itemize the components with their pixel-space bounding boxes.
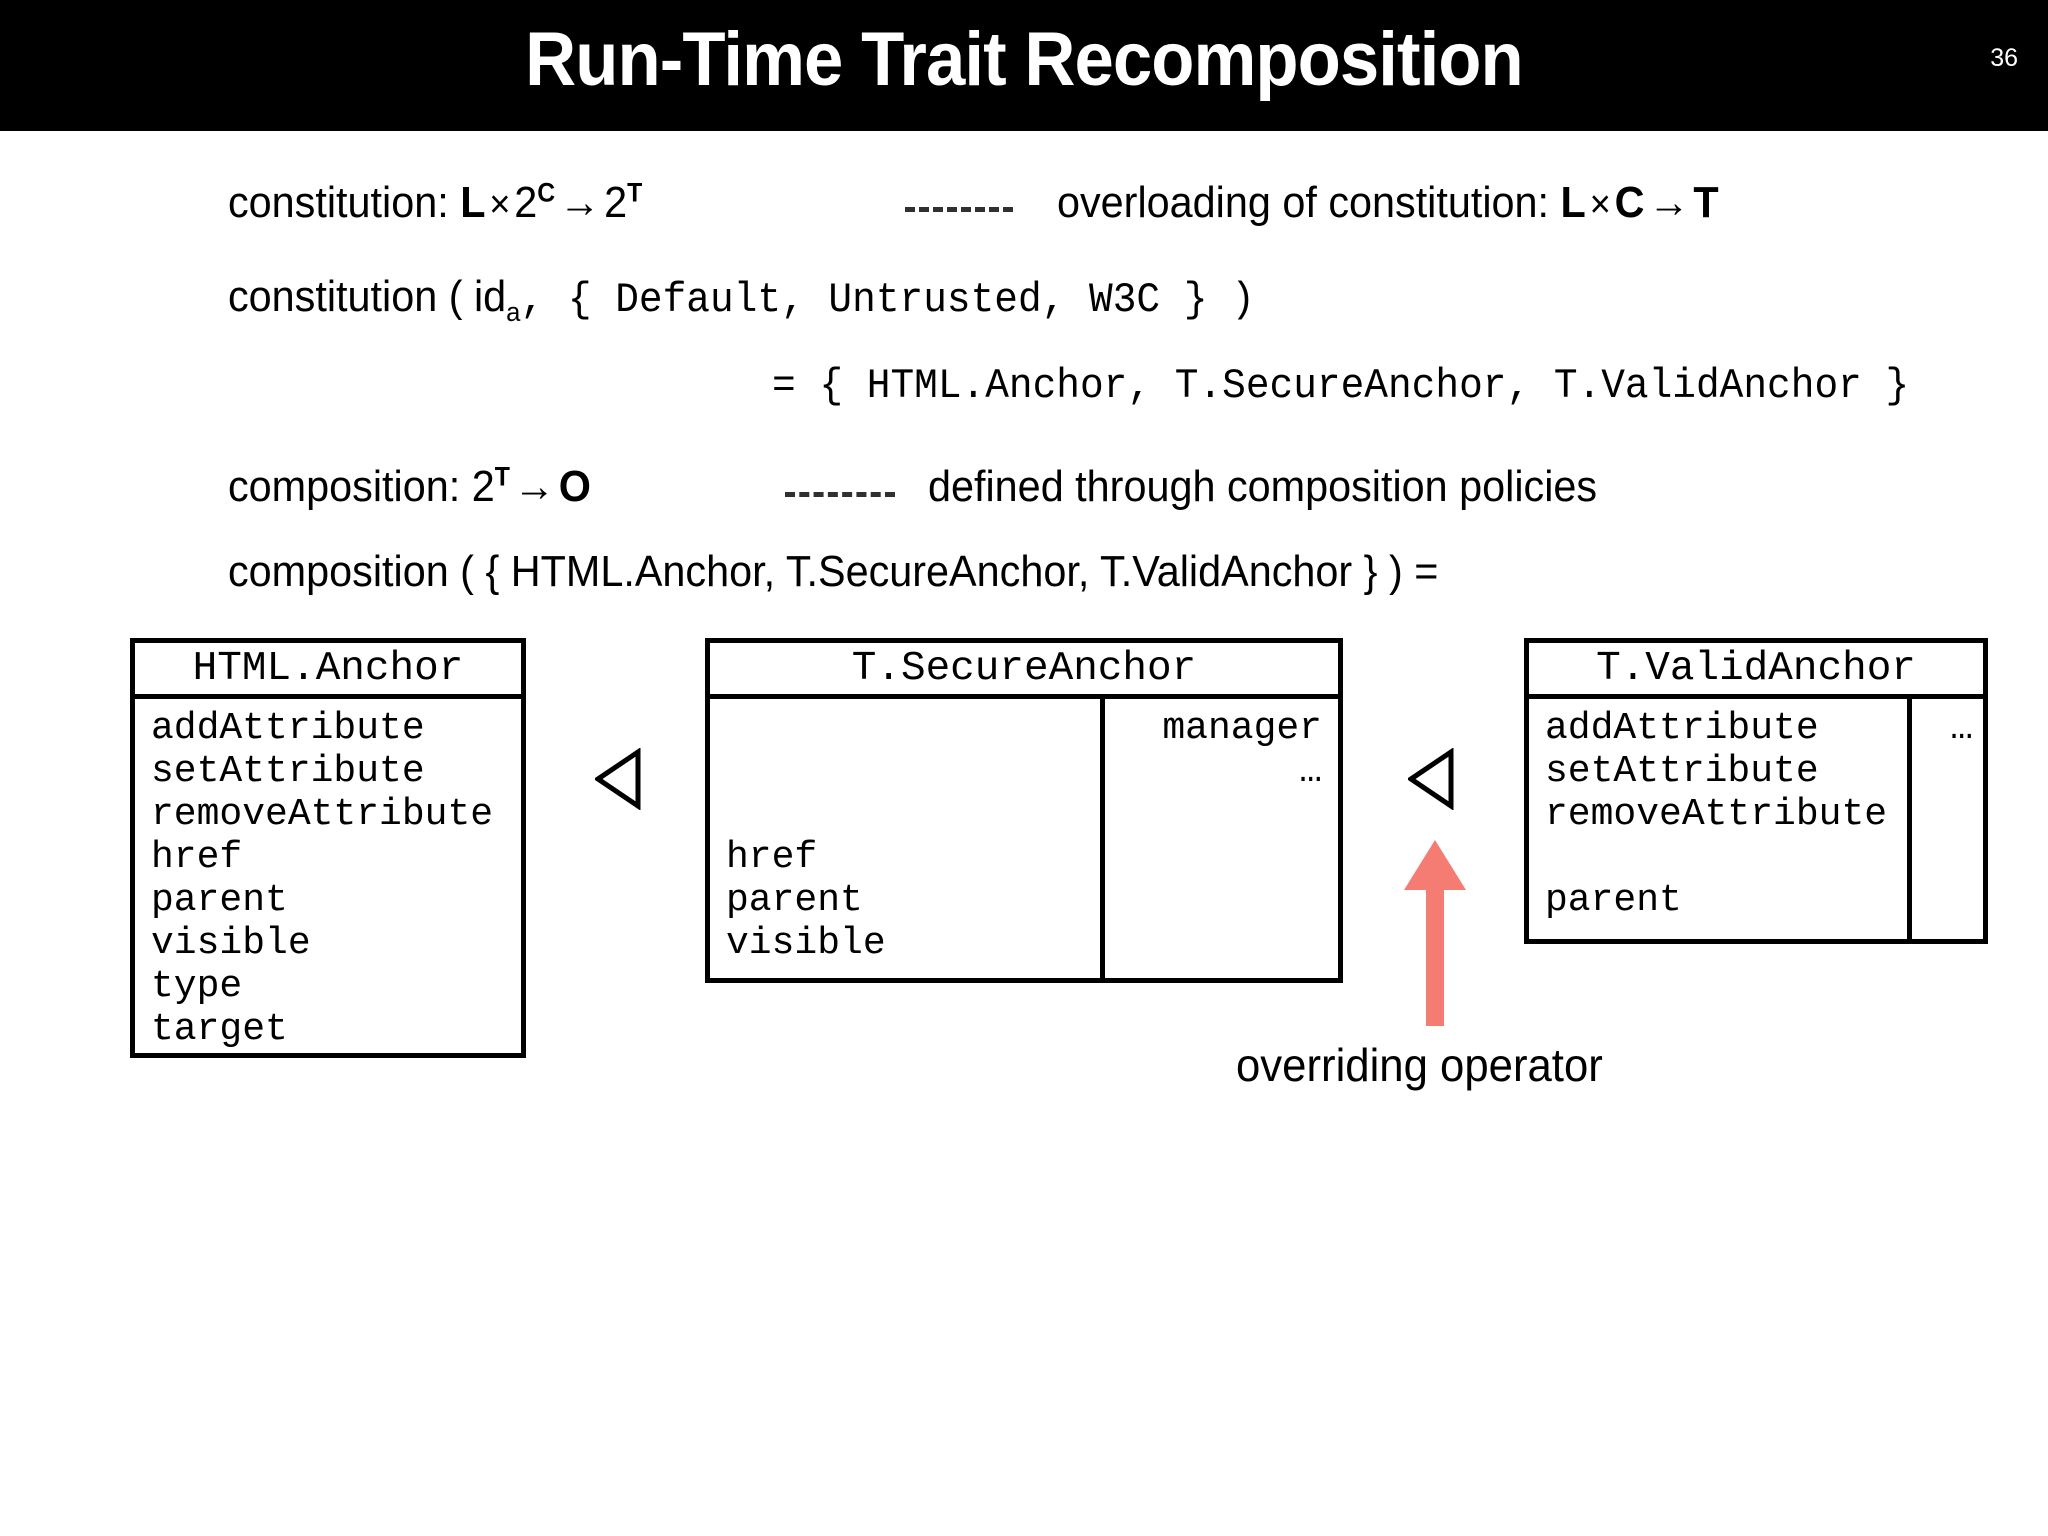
constitution-exponent-C: C <box>537 177 556 208</box>
slide-number: 36 <box>1990 44 2018 72</box>
composition-call-line: composition ( { HTML.Anchor, T.SecureAnc… <box>228 547 1438 597</box>
overriding-operator-caption: overriding operator <box>1236 1039 1603 1091</box>
composition-result-O: O <box>558 462 591 511</box>
generalization-triangle-icon-1 <box>595 748 641 810</box>
constitution-call-set: , { Default, Untrusted, W3C } ) <box>520 276 1255 324</box>
uml-member: parent <box>1545 879 1682 922</box>
constitution-note-line: overloading of constitution: L×C→T <box>1057 178 1719 228</box>
composition-exponent-T: T <box>494 461 510 492</box>
uml-member <box>1545 836 1897 879</box>
arrow-right-icon: → <box>558 178 601 227</box>
note-arg-C: C <box>1614 178 1645 227</box>
uml-member <box>726 750 1090 793</box>
uml-member: setAttribute <box>1545 750 1819 793</box>
constitution-call-prefix: constitution ( id <box>228 272 507 321</box>
constitution-domain-L: L <box>460 178 486 227</box>
note-domain-L: L <box>1560 178 1586 227</box>
uml-member <box>726 793 1090 836</box>
uml-member: addAttribute <box>1545 707 1819 750</box>
dotted-separator-2 <box>785 492 895 497</box>
composition-note-line: defined through composition policies <box>928 462 1598 511</box>
uml-member: visible <box>151 922 311 965</box>
arrow-right-icon-3: → <box>513 462 555 511</box>
constitution-call-line: constitution ( ida, { Default, Untrusted… <box>228 272 1255 327</box>
composition-call-text: composition ( { HTML.Anchor, T.SecureAnc… <box>228 547 1439 596</box>
uml-member: manager <box>1162 707 1322 750</box>
times-operator-2: × <box>1589 183 1611 226</box>
composition-base: 2 <box>471 462 495 511</box>
uml-member: … <box>1950 707 1973 750</box>
uml-member <box>726 707 1090 750</box>
constitution-signature-label: constitution: <box>228 178 449 227</box>
constitution-result-line: = { HTML.Anchor, T.SecureAnchor, T.Valid… <box>772 362 1910 410</box>
constitution-base-1: 2 <box>514 178 538 227</box>
note-result-T: T <box>1693 178 1719 227</box>
uml-member: removeAttribute <box>1545 793 1888 836</box>
title-bar: Run-Time Trait Recomposition 36 <box>0 0 2048 131</box>
constitution-call-subscript: a <box>506 295 521 327</box>
uml-members-right: … <box>1907 699 1983 939</box>
uml-box-title: HTML.Anchor <box>135 643 521 699</box>
uml-members-right: manager… <box>1100 699 1338 978</box>
constitution-note-label: overloading of constitution: <box>1057 178 1550 227</box>
uml-member: href <box>151 836 243 879</box>
uml-member: parent <box>151 879 288 922</box>
constitution-base-2: 2 <box>604 178 628 227</box>
uml-member: target <box>151 1008 288 1051</box>
page-title: Run-Time Trait Recomposition <box>525 17 1524 102</box>
dotted-separator-1 <box>905 207 1013 212</box>
constitution-signature-line: constitution: L×2C→2T <box>228 178 642 228</box>
constitution-exponent-T: T <box>627 177 643 208</box>
uml-member: visible <box>726 922 886 965</box>
composition-signature-label: composition: <box>228 462 461 511</box>
uml-member: addAttribute <box>151 707 425 750</box>
uml-member: href <box>726 836 818 879</box>
uml-member: parent <box>726 879 863 922</box>
overriding-operator-arrow-icon <box>1400 838 1470 1028</box>
uml-member: type <box>151 965 243 1008</box>
uml-member: setAttribute <box>151 750 425 793</box>
arrow-right-icon-2: → <box>1648 178 1690 227</box>
generalization-triangle-icon-2 <box>1408 748 1454 810</box>
uml-member: … <box>1299 750 1322 793</box>
uml-box-title: T.SecureAnchor <box>710 643 1338 699</box>
uml-member: removeAttribute <box>151 793 494 836</box>
times-operator: × <box>489 183 511 226</box>
composition-signature-line: composition: 2T→O <box>228 462 591 512</box>
uml-box-title: T.ValidAnchor <box>1529 643 1983 699</box>
